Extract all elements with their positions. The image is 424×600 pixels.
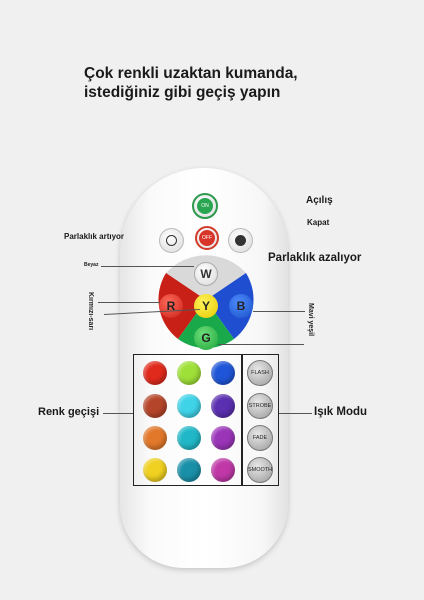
label-power-off: Kapat [307,218,330,227]
heading-line-2: istediğiniz gibi geçiş yapın [84,84,281,101]
heading-text: Çok renkli uzaktan kumanda, istediğiniz … [84,64,298,102]
power-off-button[interactable]: OFF [195,226,219,250]
brightness-up-icon [166,235,177,246]
power-on-icon: ON [197,198,213,214]
light-mode-group [242,354,279,486]
flash-button[interactable]: FLASH [247,360,273,386]
connector-red [98,302,160,303]
label-brightness-down: Parlaklık azalıyor [268,252,362,264]
label-white: Beyaz [84,262,99,268]
yellow-button[interactable]: Y [194,294,218,318]
label-brightness-up: Parlaklık artıyor [64,232,125,241]
heading-line-1: Çok renkli uzaktan kumanda, [84,65,298,82]
white-button[interactable]: W [194,262,218,286]
smooth-button[interactable]: SMOOTH [247,457,273,483]
color-button[interactable] [143,426,167,450]
color-button[interactable] [143,361,167,385]
red-button[interactable]: R [159,294,183,318]
connector-blue [253,311,305,312]
brightness-up-button[interactable] [159,228,184,253]
green-button[interactable]: G [194,326,218,350]
color-button[interactable] [211,394,235,418]
power-off-icon: OFF [199,230,215,246]
color-button[interactable] [177,361,201,385]
color-button[interactable] [143,394,167,418]
color-change-group [133,354,242,486]
color-button[interactable] [177,426,201,450]
label-color-change: Renk geçişi [38,406,100,418]
color-button[interactable] [143,458,167,482]
strobe-button[interactable]: STROBE [247,393,273,419]
color-button[interactable] [211,361,235,385]
color-button[interactable] [177,458,201,482]
connector-white [101,266,194,267]
wheel-segment-green [178,300,234,349]
fade-button[interactable]: FADE [247,425,273,451]
label-light-mode: Işık Modu [314,406,368,418]
brightness-down-button[interactable] [228,228,253,253]
label-red-yellow: Kırmızı-sarı [87,292,94,331]
blue-button[interactable]: B [229,294,253,318]
label-blue-green: Mavi yeşil [307,303,314,337]
color-button[interactable] [177,394,201,418]
color-button[interactable] [211,426,235,450]
brightness-down-icon [235,235,246,246]
connector-color-change [103,413,133,414]
color-button[interactable] [211,458,235,482]
connector-green [218,344,304,345]
power-on-button[interactable]: ON [192,193,218,219]
connector-light-mode [279,413,312,414]
label-power-on: Açılış [306,195,333,206]
